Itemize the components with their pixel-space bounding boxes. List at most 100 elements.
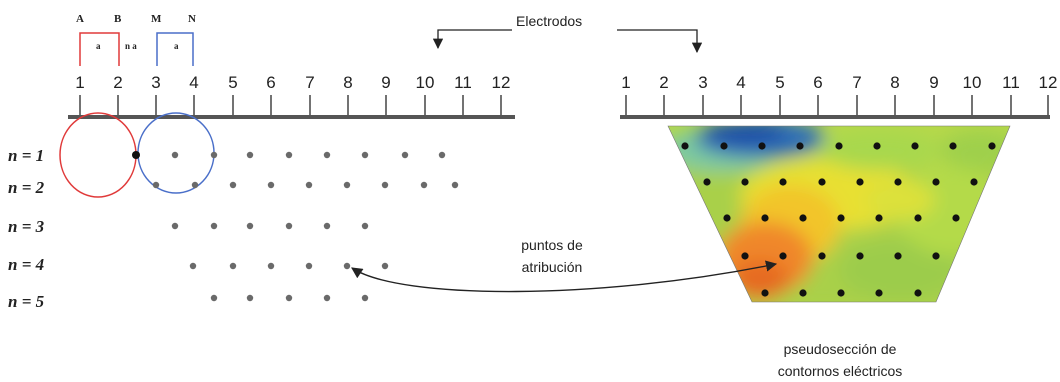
right-point-n4-2 [779,252,787,260]
right-point-n2-1 [703,178,711,186]
right-point-n3-2 [761,214,769,222]
right-point-n1-5 [835,142,843,150]
level-label-5: n = 5 [8,292,45,311]
right-electrode-number-5: 5 [775,73,784,92]
left-point-n1-8 [438,151,446,159]
right-point-n4-5 [894,252,902,260]
right-point-n1-3 [758,142,766,150]
spacing-na: n a [125,41,137,51]
left-point-n5-1 [210,294,218,302]
pseudosection-outline [667,125,1011,303]
left-electrode-number-8: 8 [343,73,352,92]
left-point-n3-2 [210,222,218,230]
level-label-1: n = 1 [8,146,44,165]
right-electrode-number-7: 7 [852,73,861,92]
left-point-n3-4 [285,222,293,230]
right-point-n4-6 [932,252,940,260]
right-point-n1-7 [911,142,919,150]
left-point-n3-5 [323,222,331,230]
left-electrode-number-3: 3 [151,73,160,92]
right-point-n2-5 [856,178,864,186]
left-electrode-number-2: 2 [113,73,122,92]
left-point-n4-4 [305,262,313,270]
left-point-n1-1 [171,151,179,159]
right-electrode-number-8: 8 [890,73,899,92]
left-electrode-number-9: 9 [381,73,390,92]
left-point-n2-5 [305,181,313,189]
left-point-n1-7 [401,151,409,159]
right-electrode-number-9: 9 [929,73,938,92]
right-electrode-number-1: 1 [621,73,630,92]
double-arrow [351,260,778,293]
left-electrode-number-4: 4 [189,73,198,92]
left-point-n2-3 [229,181,237,189]
right-point-n2-7 [932,178,940,186]
right-point-n5-4 [875,289,883,297]
level-label-3: n = 3 [8,217,45,236]
left-point-n5-3 [285,294,293,302]
potential-electrode-bracket: M N a [151,13,196,66]
right-electrode-number-3: 3 [698,73,707,92]
right-electrode-number-12: 12 [1039,73,1058,92]
left-point-n4-5 [343,262,351,270]
left-electrode-number-11: 11 [454,73,472,92]
level-label-2: n = 2 [8,178,45,197]
left-point-n3-3 [246,222,254,230]
right-point-n5-2 [799,289,807,297]
left-electrode-number-1: 1 [75,73,84,92]
left-point-n4-3 [267,262,275,270]
right-point-n3-7 [952,214,960,222]
right-electrode-number-4: 4 [736,73,745,92]
right-point-n2-8 [970,178,978,186]
spacing-a-left: a [96,41,101,51]
right-point-n1-2 [720,142,728,150]
left-electrode-number-5: 5 [228,73,237,92]
right-point-n2-4 [818,178,826,186]
right-electrode-number-11: 11 [1002,73,1020,92]
puntos-label-line2: atribución [522,259,583,275]
left-point-n4-2 [229,262,237,270]
left-point-n1-4 [285,151,293,159]
right-point-n4-4 [856,252,864,260]
right-electrode-ticks [625,95,1049,115]
right-point-n5-1 [761,289,769,297]
left-point-n4-1 [189,262,197,270]
left-point-n5-4 [323,294,331,302]
pseudo-label-line2: contornos eléctricos [778,363,903,379]
right-point-n3-4 [837,214,845,222]
left-point-n2-8 [420,181,428,189]
right-point-n3-6 [914,214,922,222]
left-point-n4-6 [381,262,389,270]
left-electrode-number-10: 10 [416,73,435,92]
left-point-n1-3 [246,151,254,159]
label-M: M [151,13,162,25]
left-point-n2-9 [451,181,459,189]
right-electrode-number-2: 2 [659,73,668,92]
pseudosection-caption: pseudosección de contornos eléctricos [778,341,903,379]
left-point-n2-6 [343,181,351,189]
right-point-n1-9 [988,142,996,150]
current-electrode-bracket: A B a [76,13,122,66]
left-point-n1-2 [210,151,218,159]
right-point-n2-2 [741,178,749,186]
level-label-4: n = 4 [8,255,44,274]
left-point-n3-6 [361,222,369,230]
right-attribution-points [681,142,996,297]
right-point-n3-3 [799,214,807,222]
left-point-n5-2 [246,294,254,302]
spacing-a-right: a [174,41,179,51]
right-point-n4-3 [818,252,826,260]
pseudo-label-line1: pseudosección de [784,341,897,357]
right-electrode-number-10: 10 [963,73,982,92]
left-point-n2-1 [152,181,160,189]
left-point-n5-5 [361,294,369,302]
right-point-n2-3 [779,178,787,186]
left-point-n2-7 [381,181,389,189]
left-point-n2-2 [191,181,199,189]
label-A: A [76,13,84,25]
level-labels: n = 1 n = 2 n = 3 n = 4 n = 5 [8,146,45,311]
